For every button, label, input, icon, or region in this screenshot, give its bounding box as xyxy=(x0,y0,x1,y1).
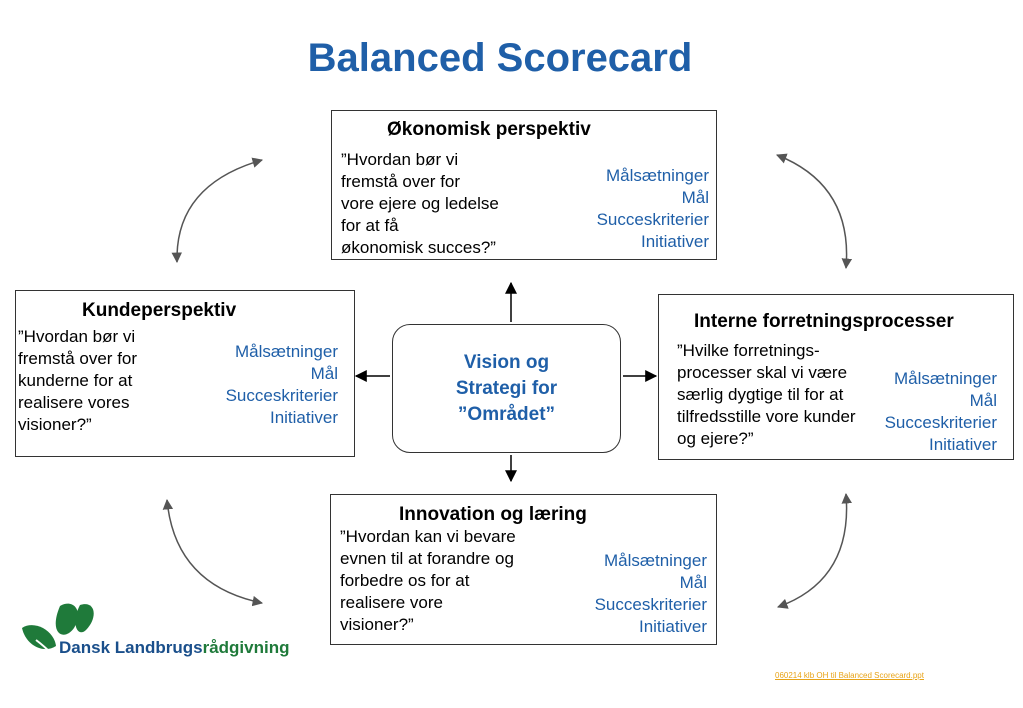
internal-processes-title: Interne forretningsprocesser xyxy=(694,311,954,332)
curve-arrow-bottom-right xyxy=(777,492,852,609)
economic-question: ”Hvordan bør vi fremstå over for vore ej… xyxy=(341,150,499,257)
vision-strategy-text: Vision og Strategi for ”Området” xyxy=(455,351,558,425)
internal-processes-box: Interne forretningsprocesser ”Hvilke for… xyxy=(658,294,1014,460)
customer-perspective-title: Kundeperspektiv xyxy=(82,300,237,321)
customer-goals-list: Målsætninger Mål Succeskriterier Initiat… xyxy=(225,342,338,427)
page-title: Balanced Scorecard xyxy=(307,36,693,80)
vision-strategy-box: Vision og Strategi for ”Området” xyxy=(392,324,621,453)
economic-perspective-box: Økonomisk perspektiv ”Hvordan bør vi fre… xyxy=(331,110,717,260)
curve-arrow-bottom-left xyxy=(162,498,264,607)
economic-perspective-title: Økonomisk perspektiv xyxy=(387,119,591,140)
innovation-question: ”Hvordan kan vi bevare evnen til at fora… xyxy=(340,527,516,634)
curve-arrow-top-right xyxy=(776,153,853,270)
footer-file-link[interactable]: 060214 klb OH til Balanced Scorecard.ppt xyxy=(775,671,924,680)
innovation-goals-list: Målsætninger Mål Succeskriterier Initiat… xyxy=(594,551,707,636)
curve-arrow-top-left xyxy=(171,157,264,264)
company-logo-text: Dansk Landbrugsrådgivning xyxy=(59,638,290,657)
internal-goals-list: Målsætninger Mål Succeskriterier Initiat… xyxy=(884,369,997,454)
innovation-learning-box: Innovation og læring ”Hvordan kan vi bev… xyxy=(330,494,717,645)
internal-question: ”Hvilke forretnings- processer skal vi v… xyxy=(677,341,856,448)
economic-goals-list: Målsætninger Mål Succeskriterier Initiat… xyxy=(596,166,709,251)
innovation-learning-title: Innovation og læring xyxy=(399,504,587,525)
customer-question: ”Hvordan bør vi fremstå over for kundern… xyxy=(18,327,138,434)
customer-perspective-box: Kundeperspektiv ”Hvordan bør vi fremstå … xyxy=(15,290,355,457)
